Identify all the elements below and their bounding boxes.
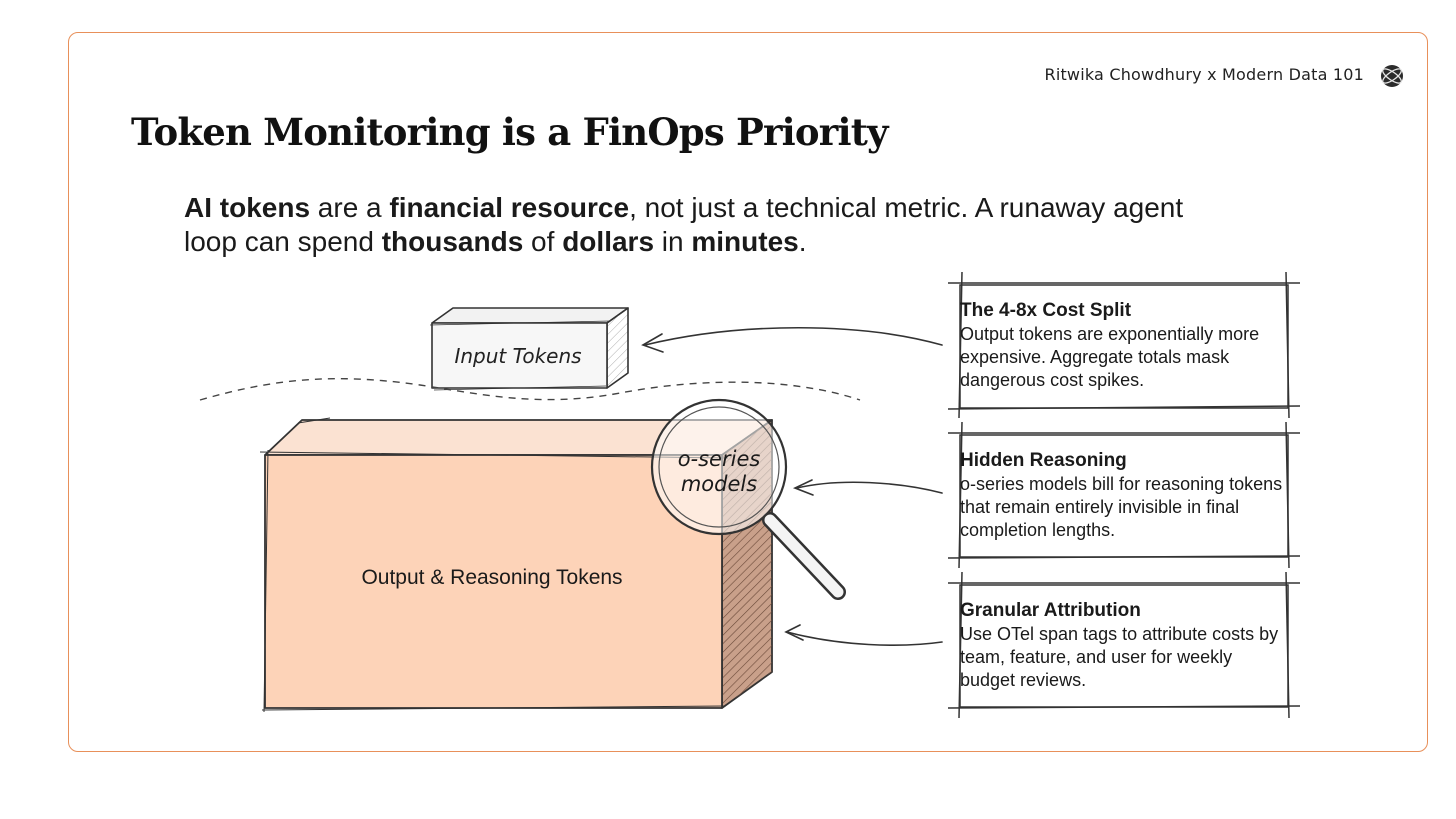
callout-title: Hidden Reasoning — [960, 450, 1127, 471]
lead-text: in — [654, 226, 692, 257]
callout-frames — [947, 271, 1301, 719]
callout-body: o-series models bill for reasoning token… — [960, 474, 1283, 540]
lead-emphasis: financial resource — [389, 192, 630, 223]
arrow-to-input-tokens — [641, 326, 943, 353]
dashed-divider — [199, 377, 861, 401]
callout-title: The 4-8x Cost Split — [960, 300, 1132, 321]
lead-paragraph: AI tokens are a financial resource, not … — [184, 191, 1224, 259]
callout-cost-split: The 4-8x Cost Split Output tokens are ex… — [960, 299, 1290, 392]
callout-hidden-reasoning: Hidden Reasoning o-series models bill fo… — [960, 449, 1290, 542]
lead-text: . — [798, 226, 807, 257]
arrow-to-output-box — [784, 624, 943, 646]
magnifier-icon — [650, 398, 846, 600]
callout-frame-2 — [947, 421, 1301, 569]
lead-emphasis: thousands — [381, 226, 524, 257]
globe-logo-icon — [1381, 65, 1403, 87]
lead-emphasis: minutes — [691, 226, 799, 257]
lead-text: are a — [310, 192, 390, 223]
page-title: Token Monitoring is a FinOps Priority — [131, 110, 889, 154]
callout-title: Granular Attribution — [960, 600, 1141, 621]
callout-body: Output tokens are exponentially more exp… — [960, 324, 1260, 390]
callout-granular-attribution: Granular Attribution Use OTel span tags … — [960, 599, 1290, 692]
callout-frame-3 — [947, 571, 1301, 719]
output-tokens-label: Output & Reasoning Tokens — [361, 566, 622, 589]
callout-body: Use OTel span tags to attribute costs by… — [960, 624, 1279, 690]
callout-frame-1 — [947, 271, 1301, 419]
author-credit: Ritwika Chowdhury x Modern Data 101 — [1044, 65, 1364, 84]
lead-emphasis: dollars — [562, 226, 655, 257]
input-tokens-label: Input Tokens — [454, 344, 581, 368]
lead-text: , not just a technical metric. A runaway… — [184, 192, 1184, 257]
input-tokens-box — [429, 307, 629, 391]
lead-text: of — [523, 226, 563, 257]
magnifier-label-line2: models — [681, 472, 757, 496]
lead-emphasis: AI tokens — [184, 192, 311, 223]
magnifier-label-line1: o-series — [678, 447, 761, 471]
arrow-to-magnifier — [792, 479, 943, 496]
